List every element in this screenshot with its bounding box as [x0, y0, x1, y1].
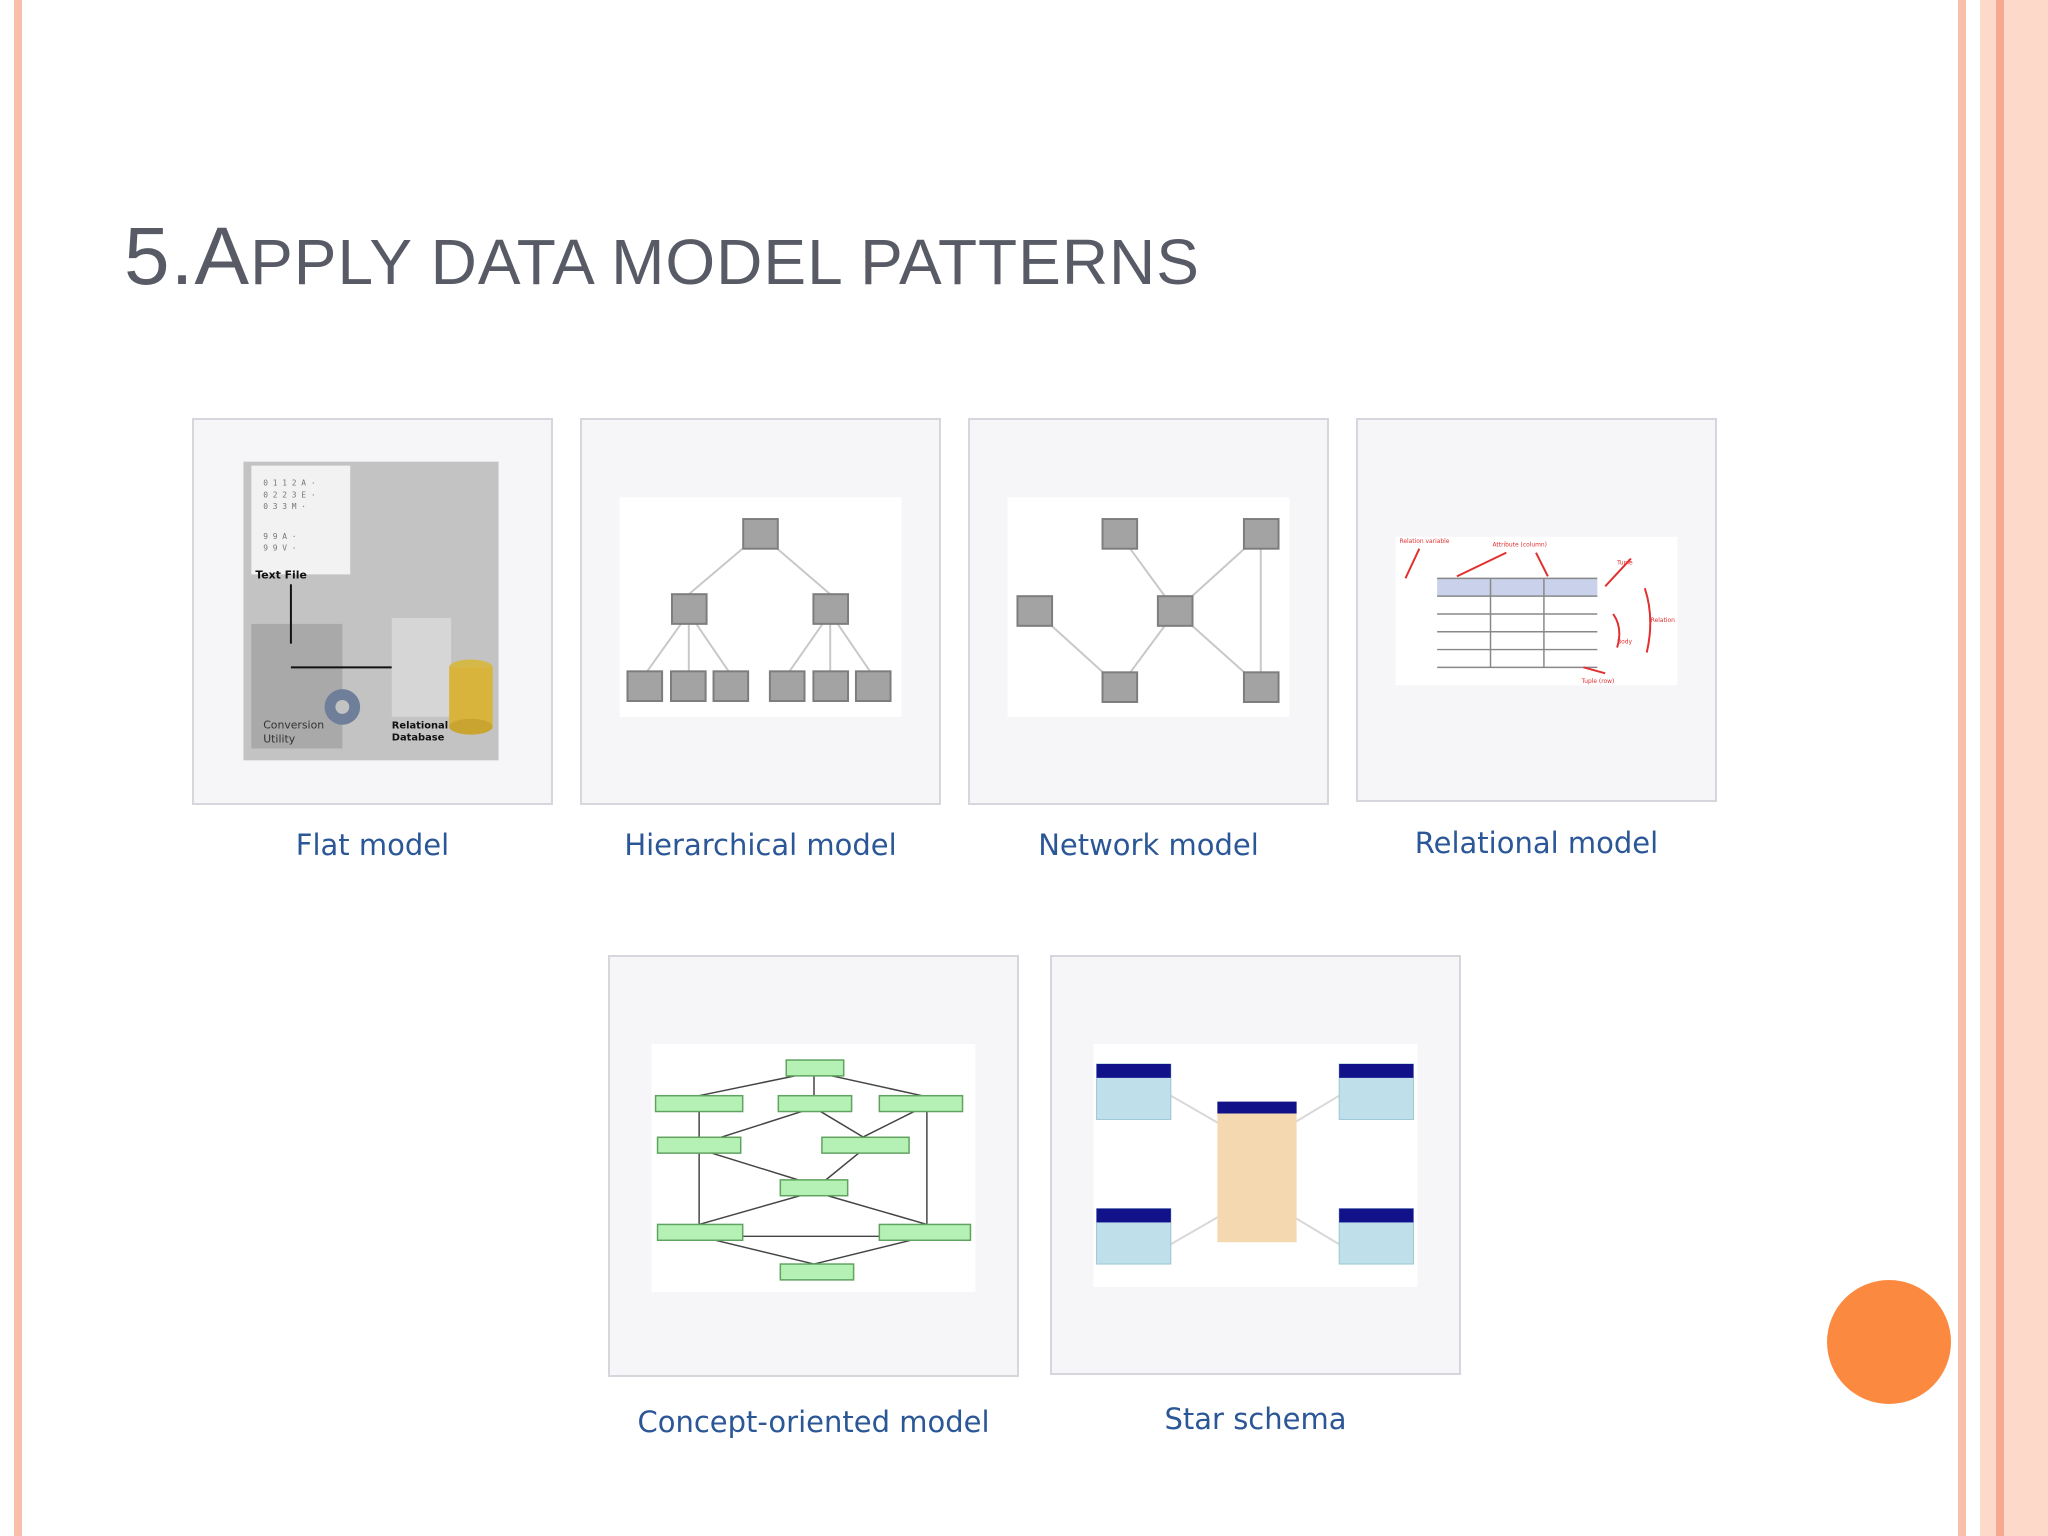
- svg-text:Utility: Utility: [263, 733, 296, 746]
- svg-text:Relation: Relation: [1651, 617, 1675, 624]
- hierarchical-model-caption: Hierarchical model: [624, 828, 897, 862]
- svg-text:0 2 2 3 E ·: 0 2 2 3 E ·: [263, 490, 315, 499]
- slide-title: 5.Apply data model patterns: [124, 210, 1200, 304]
- network-model-caption: Network model: [1038, 828, 1259, 862]
- flat-model-image: 0 1 1 2 A · 0 2 2 3 E · 0 3 3 M · 9 9 A …: [192, 418, 553, 805]
- network-model-image: [968, 418, 1329, 805]
- svg-text:9 9 A ·: 9 9 A ·: [263, 532, 296, 541]
- svg-text:Relation variable: Relation variable: [1400, 538, 1450, 545]
- svg-text:Tuple: Tuple: [1616, 560, 1633, 567]
- flat-text-file-label: Text File: [255, 568, 307, 581]
- flat-model-caption: Flat model: [295, 828, 450, 862]
- svg-text:Body: Body: [1617, 639, 1632, 646]
- star-schema-caption: Star schema: [1164, 1402, 1347, 1436]
- svg-text:Relational: Relational: [392, 721, 448, 732]
- svg-text:Attribute (column): Attribute (column): [1492, 542, 1546, 549]
- concept-oriented-model-image: [608, 955, 1019, 1377]
- svg-text:0 3 3 M ·: 0 3 3 M ·: [263, 502, 306, 511]
- right-border-inner: [1958, 0, 1966, 1536]
- right-border-band: [1980, 0, 2048, 1536]
- relational-model-caption: Relational model: [1414, 826, 1659, 860]
- svg-text:0 1 1 2 A ·: 0 1 1 2 A ·: [263, 478, 315, 487]
- svg-text:Conversion: Conversion: [263, 719, 324, 732]
- concept-oriented-model-caption: Concept-oriented model: [637, 1405, 990, 1439]
- relational-model-image: Relation variable Attribute (column) Tup…: [1356, 418, 1717, 802]
- title-initial: A: [194, 211, 251, 302]
- svg-text:Database: Database: [392, 733, 445, 744]
- title-number: 5.: [124, 211, 195, 302]
- svg-text:Tuple (row): Tuple (row): [1580, 678, 1614, 685]
- hierarchical-model-image: [580, 418, 941, 805]
- star-schema-image: [1050, 955, 1461, 1375]
- title-rest: pply data model patterns: [250, 226, 1200, 298]
- accent-dot: [1827, 1280, 1951, 1404]
- right-border-line: [1996, 0, 2004, 1536]
- svg-text:9 9 V ·: 9 9 V ·: [263, 544, 296, 553]
- left-border: [14, 0, 22, 1536]
